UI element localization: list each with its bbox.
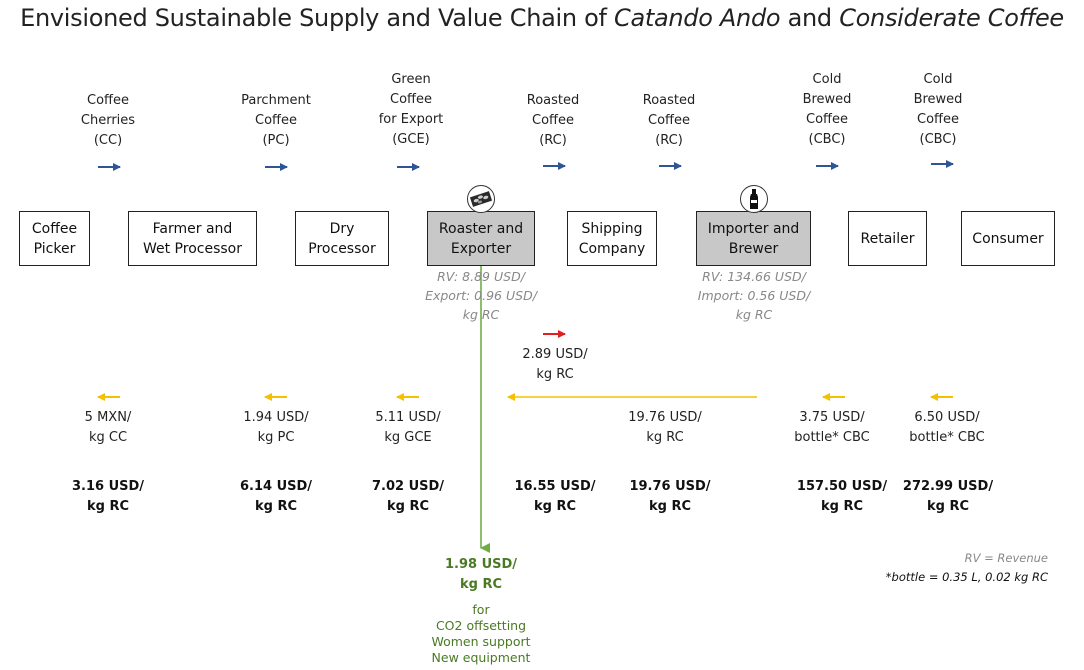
sustainability-purpose: for CO2 offsetting Women support New equ… <box>431 602 531 665</box>
rc-value-farmer: 6.14 USD/ kg RC <box>239 479 313 514</box>
flow-label-cold-brewed-2: Cold Brewed Coffee (CBC) <box>913 72 963 147</box>
node-retailer: Retailer <box>848 211 927 266</box>
brand-catando-ando: Catando Ando <box>613 4 781 32</box>
rc-value-picker: 3.16 USD/ kg RC <box>71 479 145 514</box>
rc-value-retailer: 157.50 USD/ kg RC <box>796 479 888 514</box>
payment-label-picker: 5 MXN/ kg CC <box>84 410 132 445</box>
rc-value-importer: 19.76 USD/ kg RC <box>629 479 711 514</box>
node-importer-brewer: Importer and Brewer <box>696 211 811 266</box>
flow-label-cold-brewed-1: Cold Brewed Coffee (CBC) <box>802 72 852 147</box>
rc-value-consumer: 272.99 USD/ kg RC <box>902 479 994 514</box>
rc-value-roaster: 16.55 USD/ kg RC <box>514 479 596 514</box>
node-dry-processor: Dry Processor <box>295 211 389 266</box>
flow-label-roasted-coffee-1: Roasted Coffee (RC) <box>526 93 580 148</box>
diagram-title: Envisioned Sustainable Supply and Value … <box>20 4 1064 32</box>
node-farmer-wet-processor: Farmer and Wet Processor <box>128 211 257 266</box>
product-arrows <box>98 160 954 171</box>
bottle-icon <box>740 185 768 213</box>
flow-label-parchment-coffee: Parchment Coffee (PC) <box>241 93 311 148</box>
payment-label-retailer: 3.75 USD/ bottle* CBC <box>794 410 870 445</box>
bottle-legend-note: *bottle = 0.35 L, 0.02 kg RC <box>885 570 1048 584</box>
node-shipping-company: Shipping Company <box>567 211 657 266</box>
sustainability-value: 1.98 USD/ kg RC <box>444 557 518 592</box>
payment-label-importer: 19.76 USD/ kg RC <box>628 410 702 445</box>
payment-label-dry-processor: 5.11 USD/ kg GCE <box>375 410 441 445</box>
flow-label-roasted-coffee-2: Roasted Coffee (RC) <box>642 93 696 148</box>
node-coffee-picker: Coffee Picker <box>19 211 90 266</box>
flow-label-coffee-cherries: Coffee Cherries (CC) <box>80 93 136 148</box>
flow-label-green-coffee: Green Coffee for Export (GCE) <box>378 72 444 147</box>
payment-label-consumer: 6.50 USD/ bottle* CBC <box>909 410 985 445</box>
node-consumer: Consumer <box>961 211 1055 266</box>
rc-value-dry-processor: 7.02 USD/ kg RC <box>371 479 445 514</box>
brand-considerate-coffee: Considerate Coffee <box>839 4 1064 32</box>
payment-label-farmer: 1.94 USD/ kg PC <box>243 410 309 445</box>
rv-legend-note: RV = Revenue <box>964 551 1048 565</box>
coffee-beans-icon <box>467 185 495 213</box>
shipping-payment-label: 2.89 USD/ kg RC <box>522 347 588 382</box>
roaster-revenue-note: RV: 8.89 USD/ Export: 0.96 USD/ kg RC <box>425 269 537 322</box>
importer-revenue-note: RV: 134.66 USD/ Import: 0.56 USD/ kg RC <box>697 269 811 322</box>
node-roaster-exporter: Roaster and Exporter <box>427 211 535 266</box>
